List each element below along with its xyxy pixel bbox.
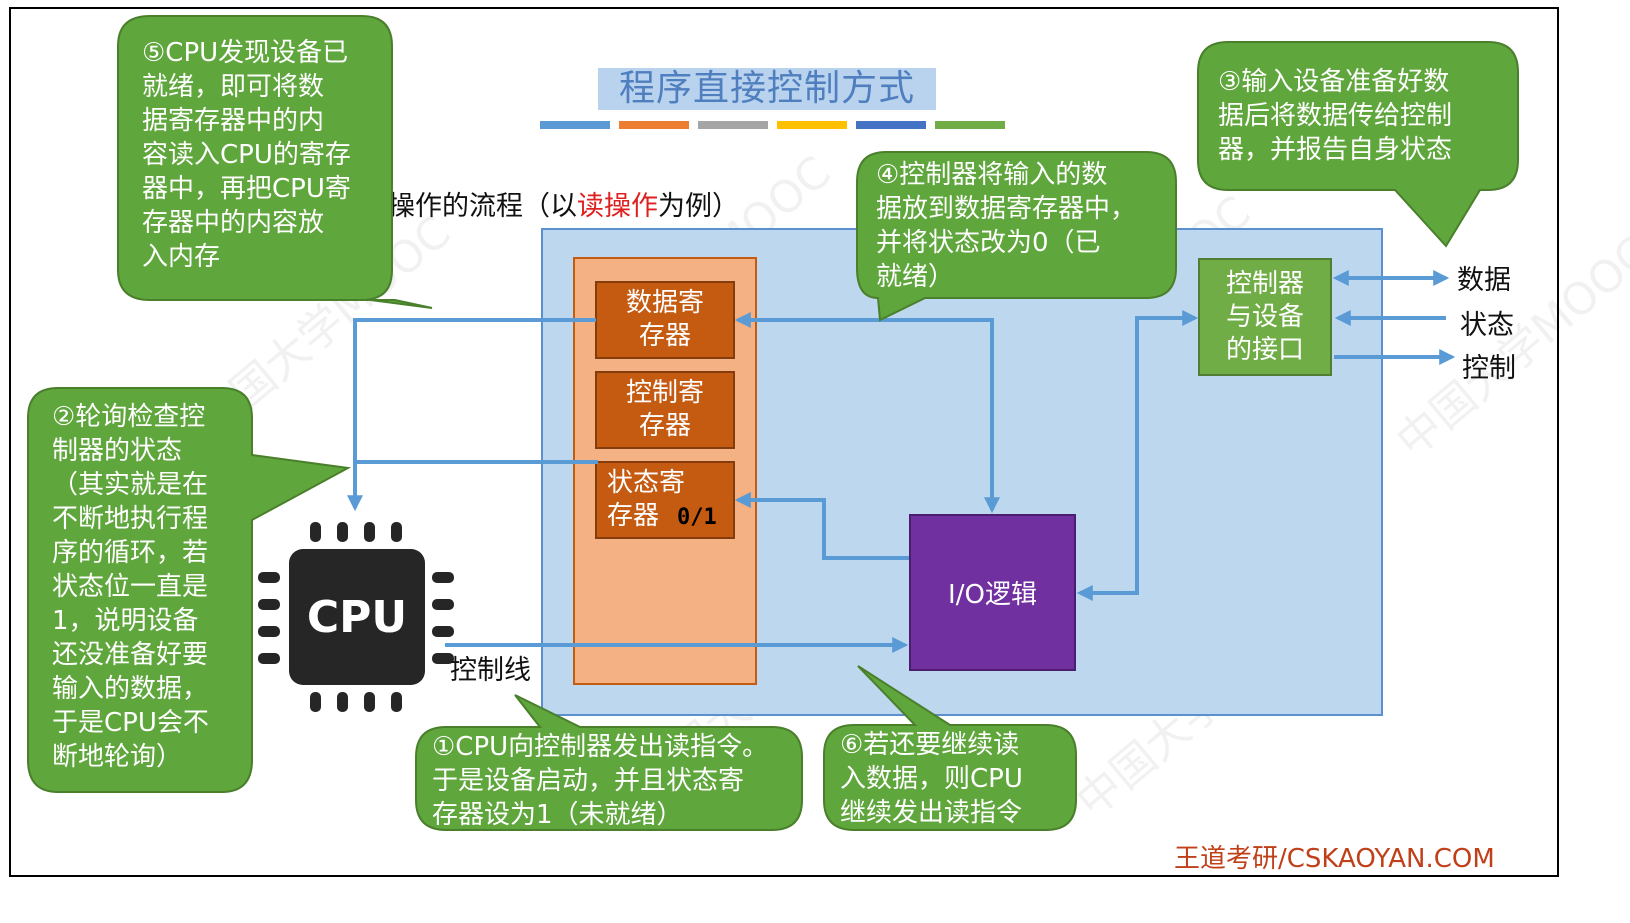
arrow-io-to-status-register bbox=[734, 492, 909, 560]
signal-control-label: 控制 bbox=[1462, 353, 1516, 384]
status-register-label-1: 状态寄 bbox=[607, 468, 686, 498]
status-register-value: 0/1 bbox=[677, 505, 717, 530]
arrow-io-to-data-register bbox=[734, 312, 1000, 514]
cpu-pin bbox=[364, 522, 375, 542]
cpu-pin bbox=[258, 626, 280, 637]
callout-step6-shape bbox=[823, 665, 1077, 831]
data-register: 数据寄 存器 bbox=[595, 281, 735, 359]
callout-step5-text: ⑤CPU发现设备已 就绪，即可将数 据寄存器中的内 容读入CPU的寄存 器中，再… bbox=[142, 38, 351, 272]
callout-step1-text: ①CPU向控制器发出读指令。 于是设备启动，并且状态寄 存器设为1（未就绪） bbox=[432, 732, 769, 830]
callout-step4-shape bbox=[856, 151, 1177, 322]
status-register-label-2: 存器 bbox=[607, 501, 660, 531]
subtitle-highlight: 读操作 bbox=[577, 191, 658, 222]
callout-step2-text: ②轮询检查控 制器的状态 （其实就是在 不断地执行程 序的循环，若 状态位一直是… bbox=[52, 402, 209, 772]
color-bar bbox=[856, 121, 926, 129]
subtitle: 操作的流程（以读操作为例） bbox=[388, 184, 739, 223]
cpu-pin bbox=[391, 522, 402, 542]
status-register: 状态寄 存器 0/1 bbox=[595, 461, 735, 539]
cpu-pin bbox=[337, 522, 348, 542]
signal-status-label: 状态 bbox=[1460, 310, 1514, 341]
control-line-label: 控制线 bbox=[450, 655, 531, 686]
color-bar bbox=[935, 121, 1005, 129]
cpu-pin bbox=[337, 692, 348, 712]
callout-step3-shape bbox=[1197, 41, 1519, 248]
arrow-data-to-cpu bbox=[347, 318, 596, 512]
device-interface-block: 控制器 与设备 的接口 bbox=[1198, 258, 1332, 376]
cpu-pin bbox=[258, 599, 280, 610]
footer-brand: 王道考研/CSKAOYAN.COM bbox=[1174, 844, 1495, 874]
control-register: 控制寄 存器 bbox=[595, 371, 735, 449]
cpu-pin bbox=[364, 692, 375, 712]
slide-title: 程序直接控制方式 bbox=[598, 68, 936, 110]
callout-step5-shape bbox=[117, 15, 433, 309]
signal-data-label: 数据 bbox=[1457, 265, 1511, 296]
cpu-pin bbox=[432, 626, 454, 637]
color-bar bbox=[619, 121, 689, 129]
cpu-pin bbox=[310, 692, 321, 712]
cpu-pin bbox=[432, 653, 454, 664]
callout-step1-shape bbox=[415, 694, 803, 831]
cpu-pin bbox=[432, 599, 454, 610]
color-bar bbox=[540, 121, 610, 129]
subtitle-before: 操作的流程（以 bbox=[388, 191, 577, 222]
cpu-pin bbox=[391, 692, 402, 712]
callout-step2-shape bbox=[27, 387, 352, 793]
io-logic-block: I/O逻辑 bbox=[909, 514, 1076, 671]
cpu-pin bbox=[258, 653, 280, 664]
cpu-pin bbox=[310, 522, 321, 542]
cpu-pin bbox=[432, 572, 454, 583]
callout-step6-text: ⑥若还要继续读 入数据，则CPU 继续发出读指令 bbox=[840, 730, 1023, 828]
slide-frame bbox=[9, 7, 1559, 877]
callout-step4-text: ④控制器将输入的数 据放到数据寄存器中， 并将状态改为0（已 就绪） bbox=[876, 160, 1137, 292]
cpu-pin bbox=[258, 572, 280, 583]
callout-step3-text: ③输入设备准备好数 据后将数据传给控制 器，并报告自身状态 bbox=[1218, 67, 1453, 165]
color-bar bbox=[777, 121, 847, 129]
subtitle-after: 为例） bbox=[658, 191, 739, 222]
color-bar bbox=[698, 121, 768, 129]
arrow-interface-io bbox=[1076, 310, 1199, 601]
cpu-icon: CPU bbox=[289, 549, 425, 685]
